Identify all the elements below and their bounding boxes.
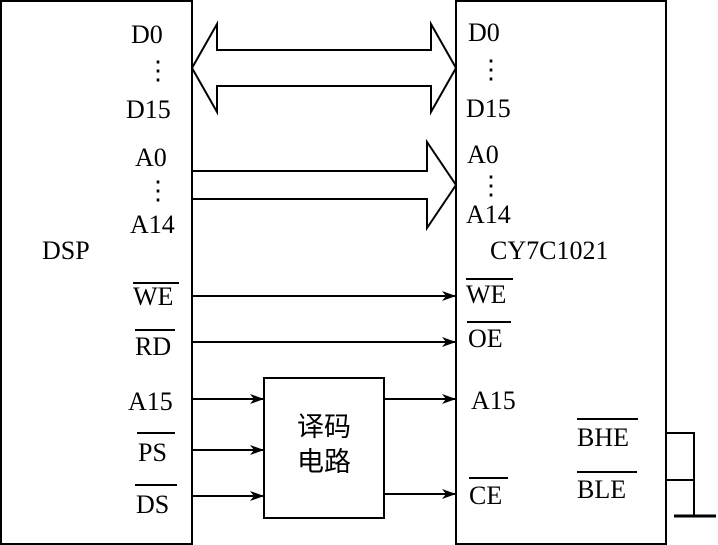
sram-data-ellipsis: ⋮: [478, 55, 504, 84]
address-bus-arrow: [191, 138, 458, 232]
bhe-ground-wire: [666, 432, 695, 516]
sram-pin-ble: BLE: [577, 475, 626, 504]
dsp-pin-a15: A15: [128, 387, 173, 416]
sram-pin-a14: A14: [466, 200, 511, 229]
dsp-pin-ps: PS: [138, 438, 167, 467]
dsp-pin-rd: RD: [135, 332, 171, 361]
dsp-block: [0, 0, 193, 545]
dsp-pin-d15: D15: [126, 95, 171, 124]
dsp-label: DSP: [42, 236, 90, 265]
dsp-pin-ds: DS: [136, 490, 169, 519]
sram-pin-d0: D0: [468, 18, 500, 47]
sram-pin-a15: A15: [471, 386, 516, 415]
data-bus-arrow: [190, 20, 458, 116]
dsp-pin-we: WE: [133, 282, 173, 311]
decoder-label-line2: 电路: [297, 447, 351, 478]
sram-block: [455, 0, 667, 545]
dsp-pin-d0: D0: [131, 20, 163, 49]
sram-pin-a0: A0: [467, 140, 499, 169]
dsp-pin-a0: A0: [135, 143, 167, 172]
sram-pin-ce: CE: [469, 481, 502, 510]
sram-pin-we: WE: [466, 280, 506, 309]
decoder-block: [263, 377, 385, 519]
sram-pin-bhe: BHE: [577, 423, 629, 452]
dsp-pin-a14: A14: [130, 210, 175, 239]
dsp-addr-ellipsis: ⋮: [145, 176, 171, 205]
dsp-data-ellipsis: ⋮: [145, 56, 171, 85]
sram-pin-d15: D15: [466, 94, 511, 123]
sram-addr-ellipsis: ⋮: [478, 171, 504, 200]
sram-label: CY7C1021: [490, 236, 608, 265]
decoder-label-line1: 译码: [297, 412, 351, 443]
sram-pin-oe: OE: [468, 324, 503, 353]
